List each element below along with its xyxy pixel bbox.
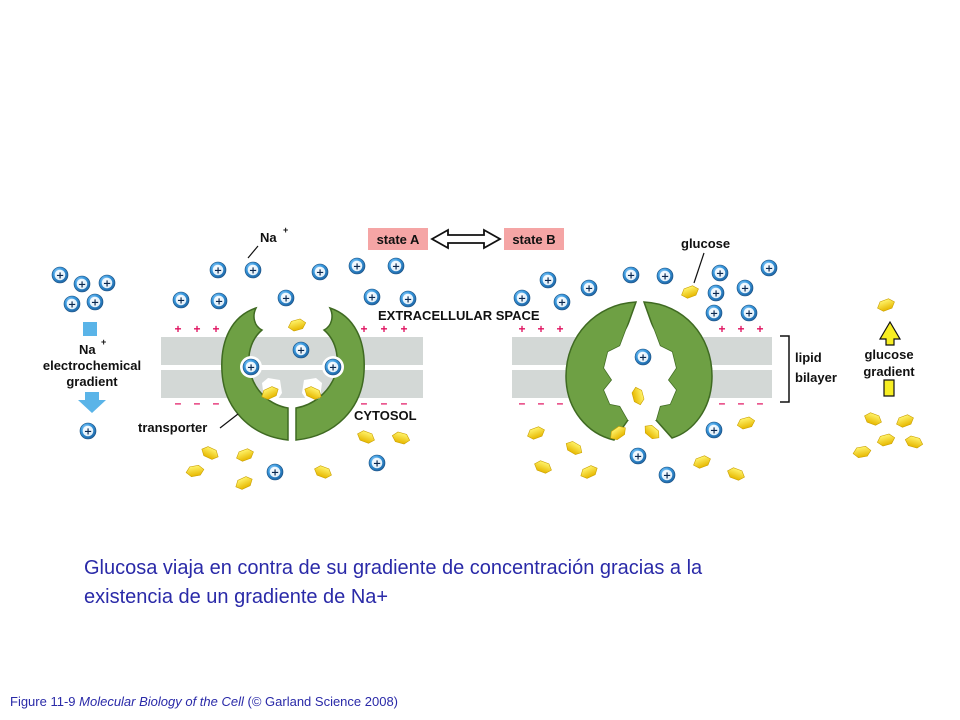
glucose-top-label: glucose [681, 236, 730, 251]
membrane-left [161, 337, 423, 398]
na-gradient-arrow-tail [83, 322, 97, 336]
figure-number: Figure 11-9 [10, 694, 76, 709]
state-b-box: state B [504, 228, 564, 250]
transporter-b-cavity [604, 310, 676, 420]
svg-text:+: + [400, 322, 407, 336]
state-b-label: state B [512, 232, 555, 247]
transporter-left-half [221, 306, 289, 441]
svg-text:+: + [380, 322, 387, 336]
na-gradient-label-sup: + [101, 337, 106, 347]
svg-text:–: – [738, 396, 745, 410]
na-pointer-line [247, 245, 259, 259]
svg-text:+: + [718, 322, 725, 336]
state-a-label: state A [377, 232, 420, 247]
transporter-pointer-line [219, 413, 239, 429]
cytosol-label: CYTOSOL [354, 408, 417, 423]
lipid-label: lipid [795, 350, 822, 365]
glucose-pointer-line [693, 252, 705, 284]
copyright-credit: (© Garland Science 2008) [247, 694, 399, 709]
caption: Glucosa viaja en contra de su gradiente … [84, 554, 864, 612]
na-gradient-arrow-icon [78, 392, 106, 413]
caption-line-2: existencia de un gradiente de Na+ [84, 586, 389, 608]
transporter-state-a [221, 306, 365, 441]
bilayer-bracket [780, 335, 790, 403]
glucose-gradient-label-glucose: glucose [864, 347, 913, 362]
svg-text:–: – [401, 396, 408, 410]
caption-line-1: Glucosa viaja en contra de su gradiente … [84, 557, 703, 579]
svg-text:–: – [175, 396, 182, 410]
na-gradient-label: gradient [66, 374, 118, 389]
svg-text:+: + [193, 322, 200, 336]
svg-text:+: + [737, 322, 744, 336]
glucose-gradient-arrow-shaft [883, 379, 895, 397]
double-arrow-icon [430, 228, 502, 250]
na-gradient-indicator: Na + electrochemical gradient [43, 322, 141, 413]
svg-text:–: – [719, 396, 726, 410]
book-title: Molecular Biology of the Cell [79, 694, 244, 709]
svg-text:+: + [360, 322, 367, 336]
svg-text:+: + [556, 322, 563, 336]
bilayer-label: bilayer [795, 370, 837, 385]
svg-text:–: – [194, 396, 201, 410]
svg-text:+: + [537, 322, 544, 336]
extracellular-space-label: EXTRACELLULAR SPACE [378, 308, 540, 323]
svg-text:–: – [557, 396, 564, 410]
svg-text:+: + [212, 322, 219, 336]
svg-text:–: – [519, 396, 526, 410]
svg-text:+: + [518, 322, 525, 336]
glucose-gradient-arrow-icon [878, 320, 902, 346]
glucose-gradient-label: gradient [863, 364, 915, 379]
svg-text:–: – [381, 396, 388, 410]
svg-text:+: + [756, 322, 763, 336]
figure-source: Figure 11-9 Molecular Biology of the Cel… [10, 694, 398, 709]
svg-text:–: – [361, 396, 368, 410]
na-gradient-label-na: Na [79, 342, 96, 357]
membrane-plus-charges: + + + + + + + + + + + + [174, 322, 763, 336]
electrochemical-label: electrochemical [43, 358, 141, 373]
svg-text:–: – [538, 396, 545, 410]
svg-text:–: – [213, 396, 220, 410]
membrane-minus-charges: – – – – – – – – – – – – [175, 396, 764, 410]
transporter-label: transporter [138, 420, 207, 435]
transporter-right-half [295, 306, 365, 441]
svg-text:–: – [757, 396, 764, 410]
transporter-state-b [565, 301, 713, 441]
state-a-box: state A [368, 228, 428, 250]
svg-text:+: + [174, 322, 181, 336]
glucose-gradient-indicator: glucose gradient [863, 320, 915, 397]
na-top-label: Na [260, 230, 277, 245]
na-top-sup: + [283, 225, 288, 235]
